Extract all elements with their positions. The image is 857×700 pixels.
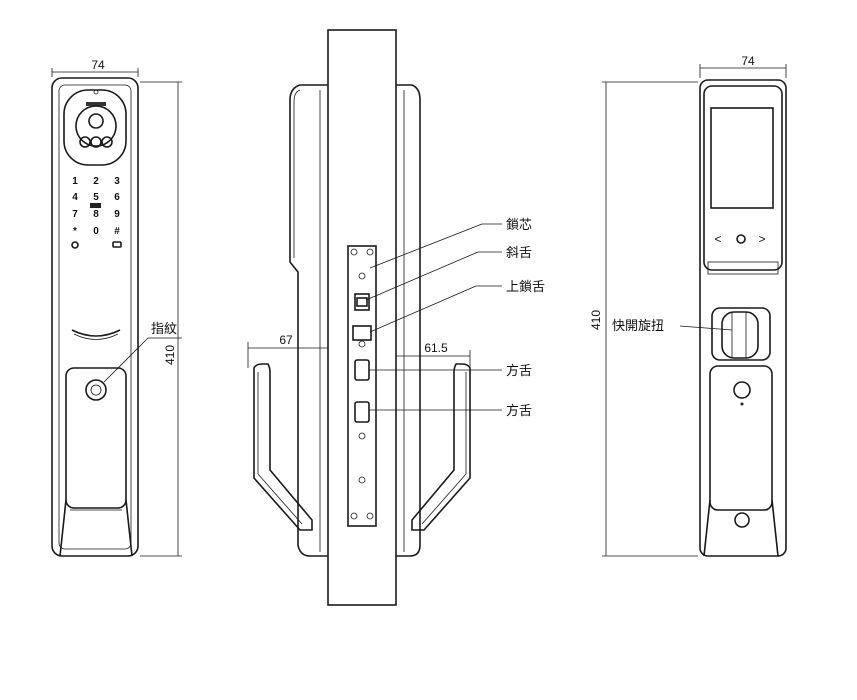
- latch-bolt: [354, 293, 370, 311]
- front-height-dimension: 410: [163, 345, 177, 365]
- side-outer-dimension: 67: [279, 333, 293, 347]
- nav-center-button[interactable]: [736, 234, 746, 244]
- brand-logo: [86, 102, 106, 106]
- square-bolt-1-label: 方舌: [506, 363, 532, 379]
- square-bolt-1: [354, 359, 370, 381]
- screen-module: [703, 85, 783, 271]
- indicator-icon: [90, 203, 101, 208]
- back-width-dimension: 74: [741, 54, 755, 68]
- key-4[interactable]: 4: [72, 192, 78, 203]
- lock-icon[interactable]: [112, 241, 122, 248]
- back-view: 74 410 < > 快開旋扭: [589, 54, 787, 557]
- back-fingerprint-sensor[interactable]: [733, 381, 751, 399]
- lens-ring: [75, 105, 117, 147]
- fingerprint-sensor[interactable]: [85, 379, 107, 401]
- key-3[interactable]: 3: [114, 176, 120, 187]
- key-8[interactable]: 8: [93, 209, 99, 220]
- key-9[interactable]: 9: [114, 209, 120, 220]
- side-view: 鎖芯 斜舌 上鎖舌 方舌 方舌 67 61.5: [247, 29, 545, 606]
- upper-deadbolt: [352, 325, 372, 341]
- fingerprint-label: 指紋: [151, 322, 177, 337]
- bell-icon[interactable]: [71, 241, 79, 249]
- front-handle[interactable]: [65, 367, 127, 509]
- key-0[interactable]: 0: [93, 226, 99, 237]
- back-panel-profile: [396, 84, 421, 557]
- key-2[interactable]: 2: [93, 176, 99, 187]
- back-height-dimension: 410: [589, 310, 603, 330]
- back-lever-handle[interactable]: [411, 363, 471, 531]
- side-inner-dimension: 61.5: [424, 341, 448, 355]
- back-handle[interactable]: [709, 365, 773, 511]
- square-bolt-2: [354, 401, 370, 423]
- display-screen: [710, 107, 774, 209]
- front-width-dimension: 74: [91, 58, 105, 72]
- key-5[interactable]: 5: [93, 192, 99, 203]
- square-bolt-2-label: 方舌: [506, 403, 532, 419]
- keypad: 1 2 3 4 5 6 7 8 9 * 0 #: [71, 176, 122, 249]
- key-1[interactable]: 1: [72, 176, 78, 187]
- nav-right-button[interactable]: >: [758, 232, 765, 246]
- quick-knob-label: 快開旋扭: [612, 319, 664, 334]
- key-7[interactable]: 7: [72, 209, 78, 220]
- front-panel-profile: [289, 84, 328, 557]
- key-hash[interactable]: #: [114, 226, 120, 237]
- keyhole-cover[interactable]: [734, 512, 750, 528]
- latch-label: 斜舌: [506, 246, 532, 261]
- key-6[interactable]: 6: [114, 192, 120, 203]
- upper-deadbolt-label: 上鎖舌: [506, 279, 545, 295]
- key-star[interactable]: *: [73, 226, 77, 237]
- front-panel-body: [51, 77, 139, 557]
- front-view: 74 410 1 2 3 4 5 6 7 8 9 * 0: [51, 58, 182, 557]
- back-panel-body: [699, 79, 787, 557]
- door-section: [327, 29, 397, 606]
- lock-core-label: 鎖芯: [506, 217, 532, 233]
- nav-left-button[interactable]: <: [714, 232, 721, 246]
- quick-release-knob[interactable]: [721, 311, 759, 359]
- front-lever-handle[interactable]: [253, 363, 313, 531]
- knob-housing: [711, 307, 771, 361]
- handle-arc: [71, 329, 121, 337]
- mortise-faceplate: [347, 245, 377, 527]
- lens-icon: [88, 113, 104, 129]
